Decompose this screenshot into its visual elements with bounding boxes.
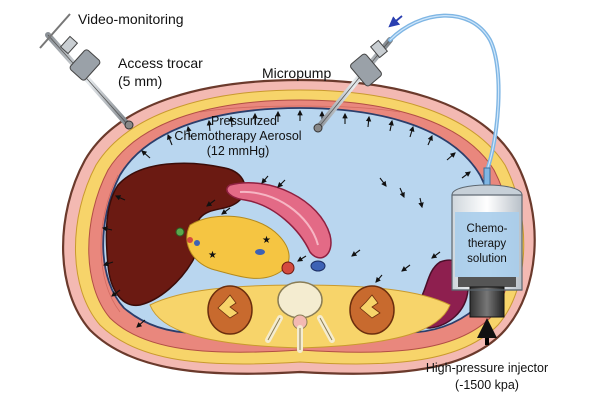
portal-vessel	[187, 237, 193, 243]
portal-vein	[194, 240, 200, 246]
gallbladder	[175, 227, 185, 237]
pancreas	[186, 215, 290, 279]
syringe-piston	[458, 277, 516, 287]
micropump-trocar	[313, 37, 393, 133]
video-monitoring-label: Video-monitoring	[78, 11, 184, 27]
aerosol-label-line3: (12 mmHg)	[207, 144, 270, 158]
micropump-label: Micropump	[262, 65, 331, 81]
solution-label-line3: solution	[467, 253, 507, 265]
vena-cava	[310, 260, 326, 272]
solution-label-line2: therapy	[468, 238, 507, 250]
flow-direction-arrow	[388, 15, 403, 28]
access-trocar-label: Access trocar	[118, 55, 203, 71]
vertebra	[265, 281, 335, 353]
syringe-plunger	[469, 286, 505, 318]
aerosol-label-line1: Pressurized	[211, 114, 277, 128]
left-kidney	[207, 285, 253, 335]
star-marker: ★	[262, 235, 271, 246]
solution-label-line1: Chemo-	[467, 223, 508, 235]
stomach-fold	[239, 190, 319, 246]
aorta	[281, 261, 295, 275]
aerosol-label-line2: Chemotherapy Aerosol	[174, 129, 301, 143]
abdomen-cross-section: ★ ★	[62, 78, 536, 375]
injector-label: High-pressure injector	[426, 361, 548, 375]
high-pressure-injector	[451, 167, 523, 345]
star-marker: ★	[208, 250, 217, 261]
injector-pressure-label: (-1500 kpa)	[455, 378, 519, 392]
access-trocar	[39, 13, 134, 130]
access-trocar-size-label: (5 mm)	[118, 73, 162, 89]
right-kidney	[349, 285, 395, 335]
stomach	[226, 182, 332, 259]
mesenteric-vein	[255, 249, 265, 255]
chemotherapy-solution-fluid	[455, 212, 519, 277]
